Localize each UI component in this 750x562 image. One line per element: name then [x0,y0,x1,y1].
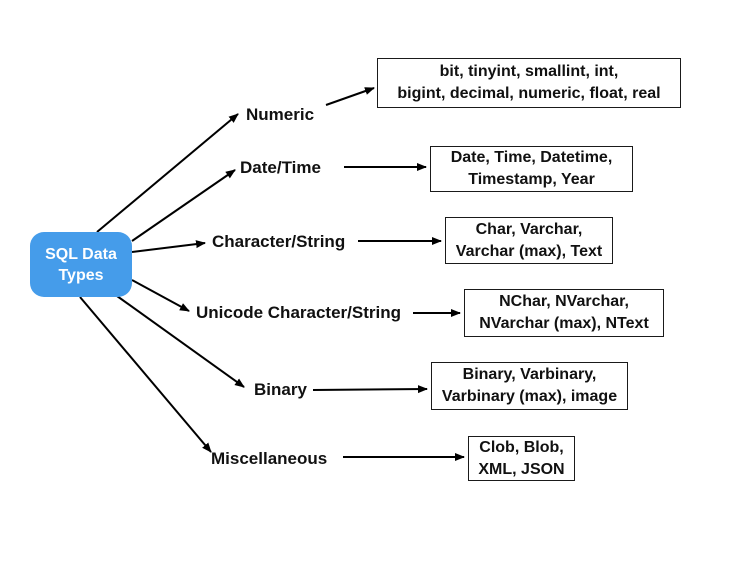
types-line: NChar, NVarchar, [499,293,629,310]
types-line: Char, Varchar, [475,220,583,238]
category-label-character-string: Character/String [212,232,346,251]
category-label-miscellaneous: Miscellaneous [211,449,328,468]
arrow-root-to-character-string [131,240,206,253]
arrow-numeric-to-box [325,87,375,106]
category-label-binary: Binary [254,380,307,399]
types-line: Varchar (max), Text [455,242,603,260]
types-box-character-string: Char, Varchar, Varchar (max), Text [445,217,613,264]
types-line: bigint, decimal, numeric, float, real [397,85,661,102]
root-label-line1: SQL Data [45,245,117,263]
arrow-root-to-numeric [96,113,239,233]
types-line: XML, JSON [478,460,565,478]
types-line: Binary, Varbinary, [462,366,597,383]
category-label-datetime: Date/Time [240,158,321,177]
arrow-binary-to-box [312,385,428,394]
arrow-root-to-miscellaneous [79,296,212,453]
types-line: Date, Time, Datetime, [450,149,613,166]
types-line: Timestamp, Year [468,171,595,188]
root-label-line2: Types [58,266,104,284]
types-line: NVarchar (max), NText [479,315,649,332]
types-line: bit, tinyint, smallint, int, [439,63,619,80]
types-box-miscellaneous: Clob, Blob, XML, JSON [468,436,575,481]
arrow-root-to-datetime [131,169,236,242]
types-box-numeric: bit, tinyint, smallint, int, bigint, dec… [377,58,681,108]
category-label-numeric: Numeric [246,105,315,124]
types-line: Clob, Blob, [479,438,564,456]
types-line: Varbinary (max), image [441,388,618,405]
types-box-datetime: Date, Time, Datetime, Timestamp, Year [430,146,633,192]
arrow-root-to-unicode [131,279,190,312]
types-box-binary: Binary, Varbinary, Varbinary (max), imag… [431,362,628,410]
category-label-unicode: Unicode Character/String [196,303,401,322]
root-node: SQL Data Types [30,232,132,297]
types-box-unicode: NChar, NVarchar, NVarchar (max), NText [464,289,664,337]
